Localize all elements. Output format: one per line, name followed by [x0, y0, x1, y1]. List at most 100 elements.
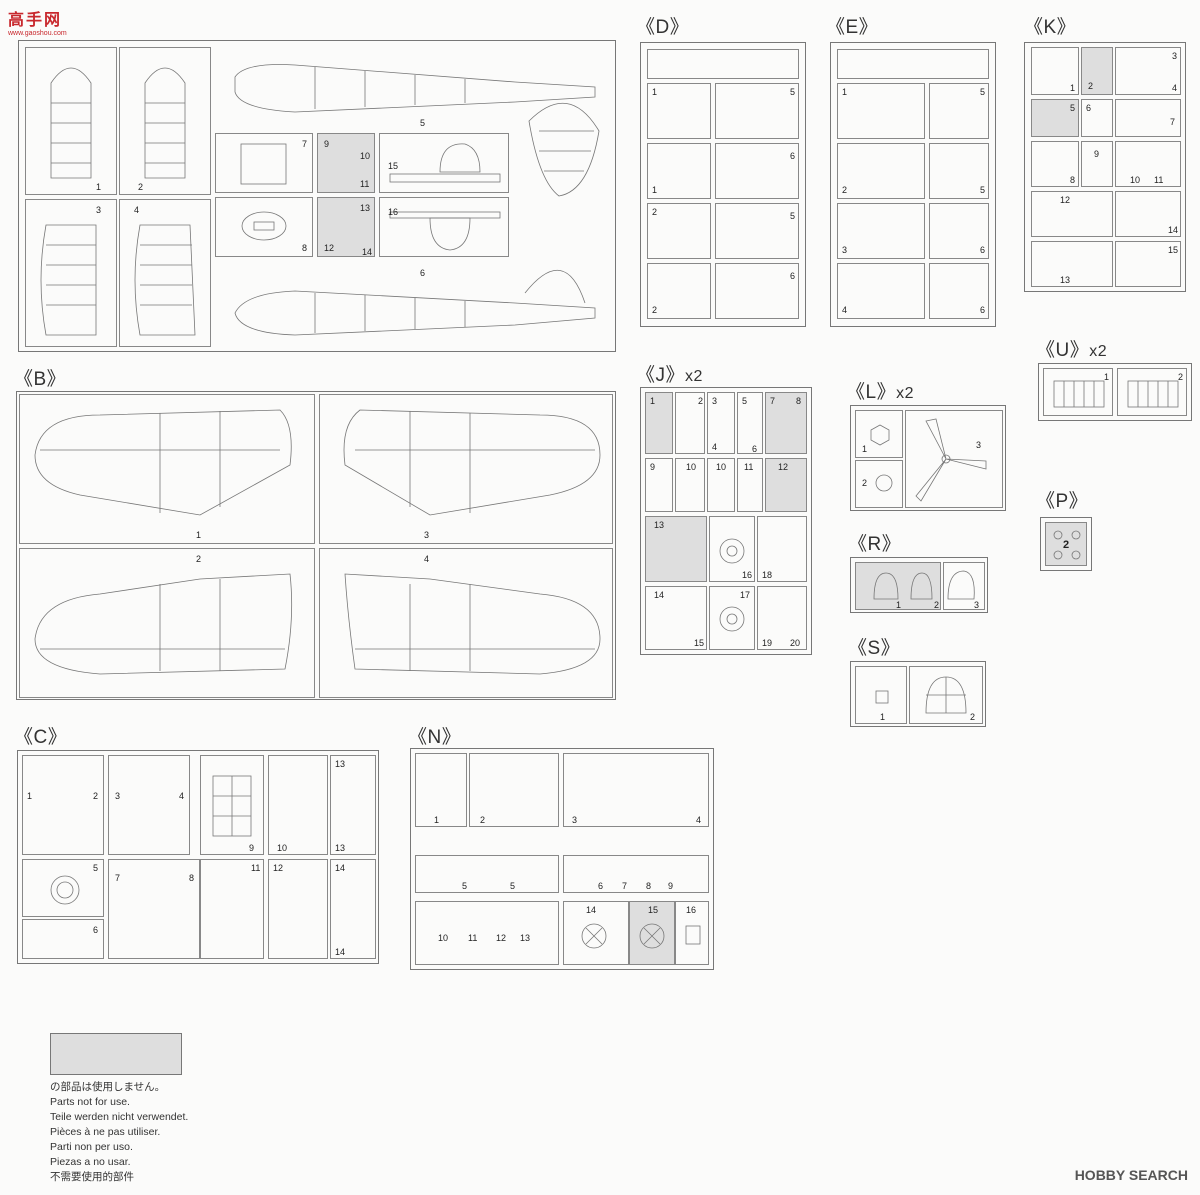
part-number: 15	[1168, 245, 1179, 255]
part-number: 6	[598, 881, 604, 891]
sprue-e-frame: 1 5 2 5 3 6 4 6	[830, 42, 996, 327]
part-j16-cell: 16	[709, 516, 755, 582]
part-c6-cell: 6	[22, 919, 104, 959]
part-r1-2-cell: 1 2	[855, 562, 941, 610]
part-n5-cell: 5 5	[415, 855, 559, 893]
part-number: 5	[742, 396, 748, 406]
part-number: 1	[862, 444, 868, 454]
part-s2-cell: 2	[909, 666, 983, 724]
part-number: 6	[420, 268, 426, 278]
part-d3-cell: 5	[715, 83, 799, 139]
part-j12-cell: 12	[765, 458, 807, 512]
sprue-j-label: 《J》x2	[636, 360, 703, 387]
sprue-u-frame: 1 2	[1038, 363, 1192, 421]
sprue-s-frame: 1 2	[850, 661, 986, 727]
part-number: 3	[96, 205, 102, 215]
tail-fin-a5	[519, 91, 609, 201]
part-number: 2	[196, 554, 202, 564]
part-j11-cell: 11	[737, 458, 763, 512]
part-number: 14	[1168, 225, 1179, 235]
part-number: 6	[1086, 103, 1092, 113]
part-number: 15	[694, 638, 705, 648]
sprue-e-gate	[837, 49, 989, 79]
part-number: 13	[335, 759, 346, 769]
part-b4-cell: 4	[319, 548, 613, 698]
part-number: 9	[650, 462, 656, 472]
part-number: 6	[980, 305, 986, 315]
part-n15-cell: 15	[629, 901, 675, 965]
part-k7-cell: 7	[1115, 99, 1181, 137]
part-a16-cell: 16	[379, 197, 509, 257]
watermark-logo: 高手网 www.gaoshou.com	[8, 6, 72, 40]
part-c7-8-cell: 7 8	[108, 859, 200, 959]
part-number: 4	[842, 305, 848, 315]
part-b3-cell: 3	[319, 394, 613, 544]
part-a6-cell: 6	[215, 263, 611, 347]
part-number: 10	[438, 933, 449, 943]
part-number: 8	[1070, 175, 1076, 185]
part-number: 18	[762, 570, 773, 580]
part-n3-4-cell: 3 4	[563, 753, 709, 827]
part-d5-cell: 5	[715, 203, 799, 259]
part-k6-cell: 6	[1081, 99, 1113, 137]
part-number: 13	[360, 203, 371, 213]
legend-line-it: Parti non per uso.	[50, 1141, 133, 1153]
part-number: 19	[762, 638, 773, 648]
part-number: 1	[434, 815, 440, 825]
part-e1-cell: 1	[837, 83, 925, 139]
part-number: 15	[648, 905, 659, 915]
part-number: 7	[302, 139, 308, 149]
part-number: 4	[712, 442, 718, 452]
part-number: 7	[1170, 117, 1176, 127]
part-number: 8	[189, 873, 195, 883]
part-j9-cell: 9	[645, 458, 673, 512]
part-c11-cell: 11	[200, 859, 264, 959]
sprue-b-frame: 1 3 2 4	[16, 391, 616, 700]
part-a9-10-11-cell: 9 10 11	[317, 133, 375, 193]
part-number: 7	[115, 873, 121, 883]
sprue-u-label: 《U》x2	[1036, 335, 1107, 362]
part-number: 1	[1104, 372, 1110, 382]
sprue-c-frame: 1 2 3 4 9 10 13 13 5 6 7 8 11 12 14 14	[17, 750, 379, 964]
sprue-p-label: 《P》	[1036, 491, 1089, 512]
part-number: 4	[424, 554, 430, 564]
part-k12-cell: 12	[1031, 191, 1113, 237]
part-number: 3	[842, 245, 848, 255]
part-u1-cell: 1	[1043, 368, 1113, 416]
unused-parts-swatch	[50, 1033, 182, 1075]
part-number: 1	[196, 530, 202, 540]
part-s1-cell: 1	[855, 666, 907, 724]
part-number: 4	[179, 791, 185, 801]
part-number: 12	[496, 933, 507, 943]
part-c9-cell: 9	[200, 755, 264, 855]
part-number: 1	[1070, 83, 1076, 93]
part-c3-4-cell: 3 4	[108, 755, 190, 855]
sprue-d-label: 《D》	[636, 17, 690, 38]
part-c5-cell: 5	[22, 859, 104, 917]
watermark-bottom: HOBBY SEARCH	[1074, 1167, 1188, 1183]
part-k9-cell: 9	[1081, 141, 1113, 187]
part-number: 9	[249, 843, 255, 853]
part-number: 5	[510, 881, 516, 891]
part-number: 2	[970, 712, 976, 722]
part-number: 12	[778, 462, 789, 472]
part-k13-cell: 13	[1031, 241, 1113, 287]
part-number: 4	[1172, 83, 1178, 93]
part-number: 2	[1063, 539, 1070, 551]
sprue-u-multiplier: x2	[1089, 343, 1108, 360]
sprue-n-frame: 1 2 3 4 5 5 6 7 8 9 10 11 12 13 14 15 16	[410, 748, 714, 970]
part-number: 10	[360, 151, 371, 161]
sprue-r-frame: 1 2 3	[850, 557, 988, 613]
part-number: 2	[698, 396, 704, 406]
part-number: 12	[324, 243, 335, 253]
part-number: 11	[251, 863, 261, 873]
part-c1-2-cell: 1 2	[22, 755, 104, 855]
part-number: 6	[93, 925, 99, 935]
part-b1-cell: 1	[19, 394, 315, 544]
part-e2-cell: 2	[837, 143, 925, 199]
part-b2-cell: 2	[19, 548, 315, 698]
part-d6-cell: 6	[715, 263, 799, 319]
part-number: 11	[360, 179, 370, 189]
